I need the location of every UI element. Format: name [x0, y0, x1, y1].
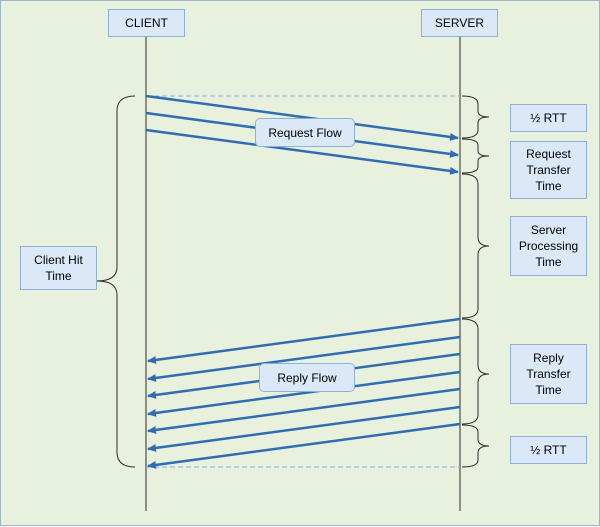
half-rtt-bottom-brace	[461, 424, 490, 468]
request-flow-label: Request Flow	[268, 125, 342, 140]
reply-flow-label: Reply Flow	[277, 370, 337, 385]
client-header-label: CLIENT	[125, 16, 168, 30]
reply-flow-box: Reply Flow	[259, 363, 355, 392]
reply-arrow	[147, 370, 461, 417]
server-header-label: SERVER	[434, 16, 485, 30]
client-hit-time-label: Client Hit Time	[34, 253, 83, 283]
client-hit-time-brace	[96, 95, 136, 468]
reply-transfer-label: Reply Transfer Time	[526, 351, 571, 397]
reply-arrow	[147, 317, 461, 364]
request-transfer-box: Request Transfer Time	[510, 141, 587, 199]
half-rtt-bottom-label: ½ RTT	[530, 443, 567, 457]
server-processing-box: Server Processing Time	[510, 216, 587, 276]
server-processing-label: Server Processing Time	[518, 223, 579, 269]
reply-transfer-brace	[461, 318, 490, 425]
reply-arrow	[147, 335, 461, 382]
server-processing-brace	[461, 173, 490, 319]
reply-arrow	[147, 422, 461, 469]
reply-arrow	[147, 405, 461, 452]
request-transfer-label: Request Transfer Time	[526, 147, 571, 193]
reply-arrow	[147, 387, 461, 434]
request-flow-box: Request Flow	[255, 118, 355, 147]
reply-transfer-box: Reply Transfer Time	[510, 344, 587, 404]
reply-arrows	[147, 317, 461, 469]
request-transfer-brace	[461, 138, 490, 174]
request-arrow	[145, 94, 459, 141]
half-rtt-bottom-box: ½ RTT	[510, 436, 587, 464]
server-header: SERVER	[421, 9, 498, 37]
half-rtt-top-label: ½ RTT	[530, 111, 567, 125]
client-header: CLIENT	[108, 9, 185, 37]
half-rtt-top-brace	[461, 95, 490, 139]
half-rtt-top-box: ½ RTT	[510, 104, 587, 132]
client-hit-time-box: Client Hit Time	[20, 246, 97, 290]
request-arrow	[145, 128, 459, 175]
